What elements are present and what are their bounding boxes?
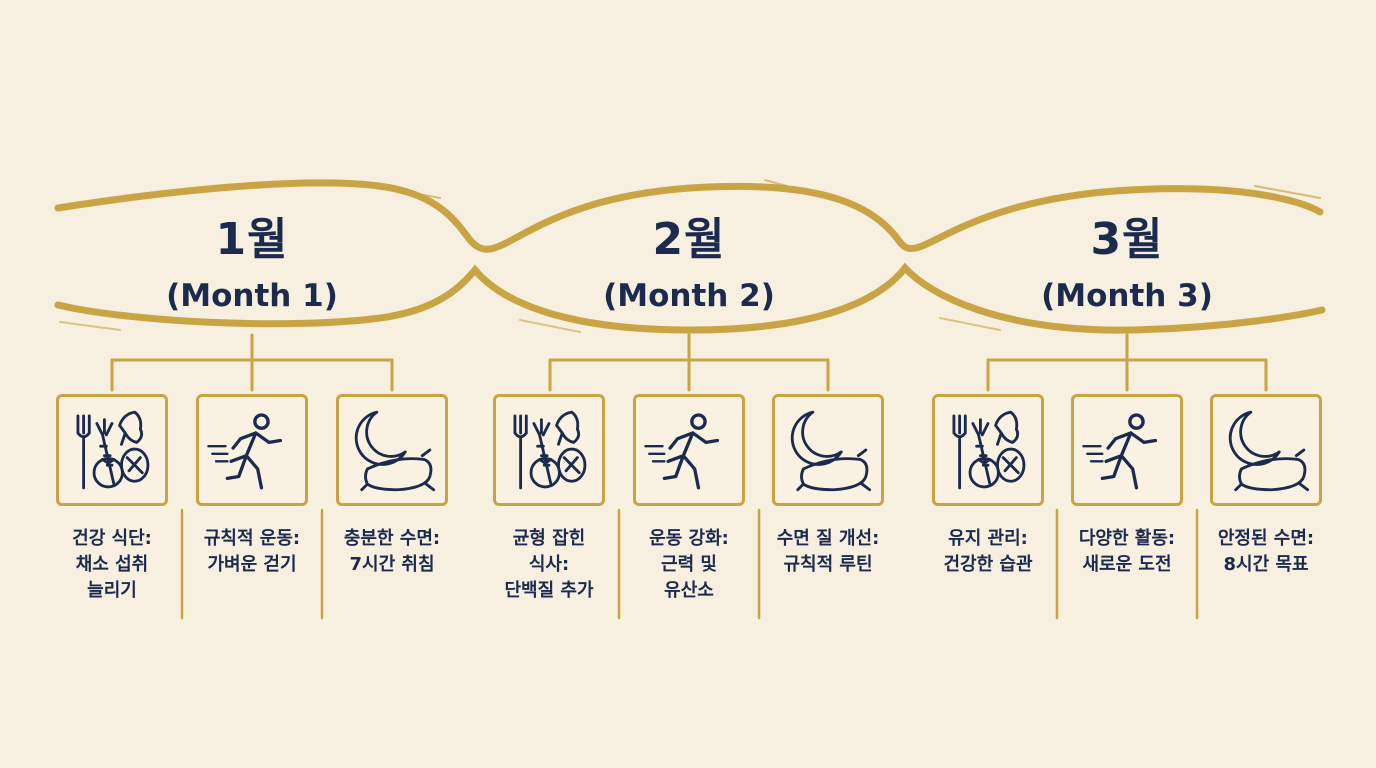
sleep-card (336, 394, 448, 506)
caption-line: 7시간 취침 (349, 554, 435, 575)
caption-line: 수면 질 개선: (776, 528, 880, 549)
month-title-korean: 3월 (1090, 214, 1164, 265)
caption-line: 다양한 활동: (1078, 528, 1176, 549)
exercise-card (1071, 394, 1183, 506)
caption-line: 채소 섭취 (75, 554, 149, 575)
caption-line: 운동 강화: (649, 528, 729, 549)
caption-line: 가벼운 걷기 (207, 554, 297, 575)
caption-line: 유지 관리: (948, 528, 1028, 549)
month-title-korean: 1월 (215, 214, 289, 265)
caption-line: 늘리기 (87, 580, 137, 601)
caption-line: 규칙적 운동: (203, 528, 301, 549)
running-person-icon (644, 413, 720, 490)
sleep-card (1210, 394, 1322, 506)
caption-line: 건강 식단: (72, 528, 152, 549)
sleep-card (772, 394, 884, 506)
running-person-icon (207, 413, 283, 490)
food-card (932, 394, 1044, 506)
exercise-card (633, 394, 745, 506)
caption-line: 근력 및 (661, 554, 717, 575)
food-icon (76, 410, 150, 490)
food-icon (513, 410, 587, 490)
caption-month3-diet: 유지 관리: 건강한 습관 (921, 526, 1055, 578)
month-title-korean: 2월 (652, 214, 726, 265)
caption-month2-exercise: 운동 강화: 근력 및 유산소 (622, 526, 756, 604)
food-card (56, 394, 168, 506)
caption-line: 식사: (528, 554, 570, 575)
moon-pillow-icon (1228, 410, 1310, 492)
caption-line: 안정된 수면: (1217, 528, 1315, 549)
month-title-english: (Month 1) (166, 278, 338, 314)
caption-line: 8시간 목표 (1223, 554, 1309, 575)
running-person-icon (1082, 413, 1158, 490)
caption-month1-diet: 건강 식단: 채소 섭취 늘리기 (45, 526, 179, 604)
month-title-english: (Month 3) (1041, 278, 1213, 314)
month-3-title: 3월 (Month 3) (977, 212, 1277, 316)
caption-month1-sleep: 충분한 수면: 7시간 취침 (325, 526, 459, 578)
caption-month2-sleep: 수면 질 개선: 규칙적 루틴 (761, 526, 895, 578)
moon-pillow-icon (354, 410, 436, 492)
caption-month1-exercise: 규칙적 운동: 가벼운 걷기 (185, 526, 319, 578)
caption-line: 새로운 도전 (1082, 554, 1172, 575)
caption-month2-diet: 균형 잡힌 식사: 단백질 추가 (482, 526, 616, 604)
caption-month3-sleep: 안정된 수면: 8시간 목표 (1199, 526, 1333, 578)
caption-line: 균형 잡힌 (512, 528, 586, 549)
month-1-title: 1월 (Month 1) (102, 212, 402, 316)
exercise-card (196, 394, 308, 506)
caption-line: 단백질 추가 (504, 580, 594, 601)
moon-pillow-icon (790, 410, 872, 492)
food-icon (952, 410, 1026, 490)
caption-month3-exercise: 다양한 활동: 새로운 도전 (1060, 526, 1194, 578)
caption-line: 규칙적 루틴 (783, 554, 873, 575)
month-title-english: (Month 2) (603, 278, 775, 314)
food-card (493, 394, 605, 506)
caption-line: 건강한 습관 (943, 554, 1033, 575)
caption-line: 충분한 수면: (343, 528, 441, 549)
month-2-title: 2월 (Month 2) (539, 212, 839, 316)
caption-line: 유산소 (664, 580, 714, 601)
